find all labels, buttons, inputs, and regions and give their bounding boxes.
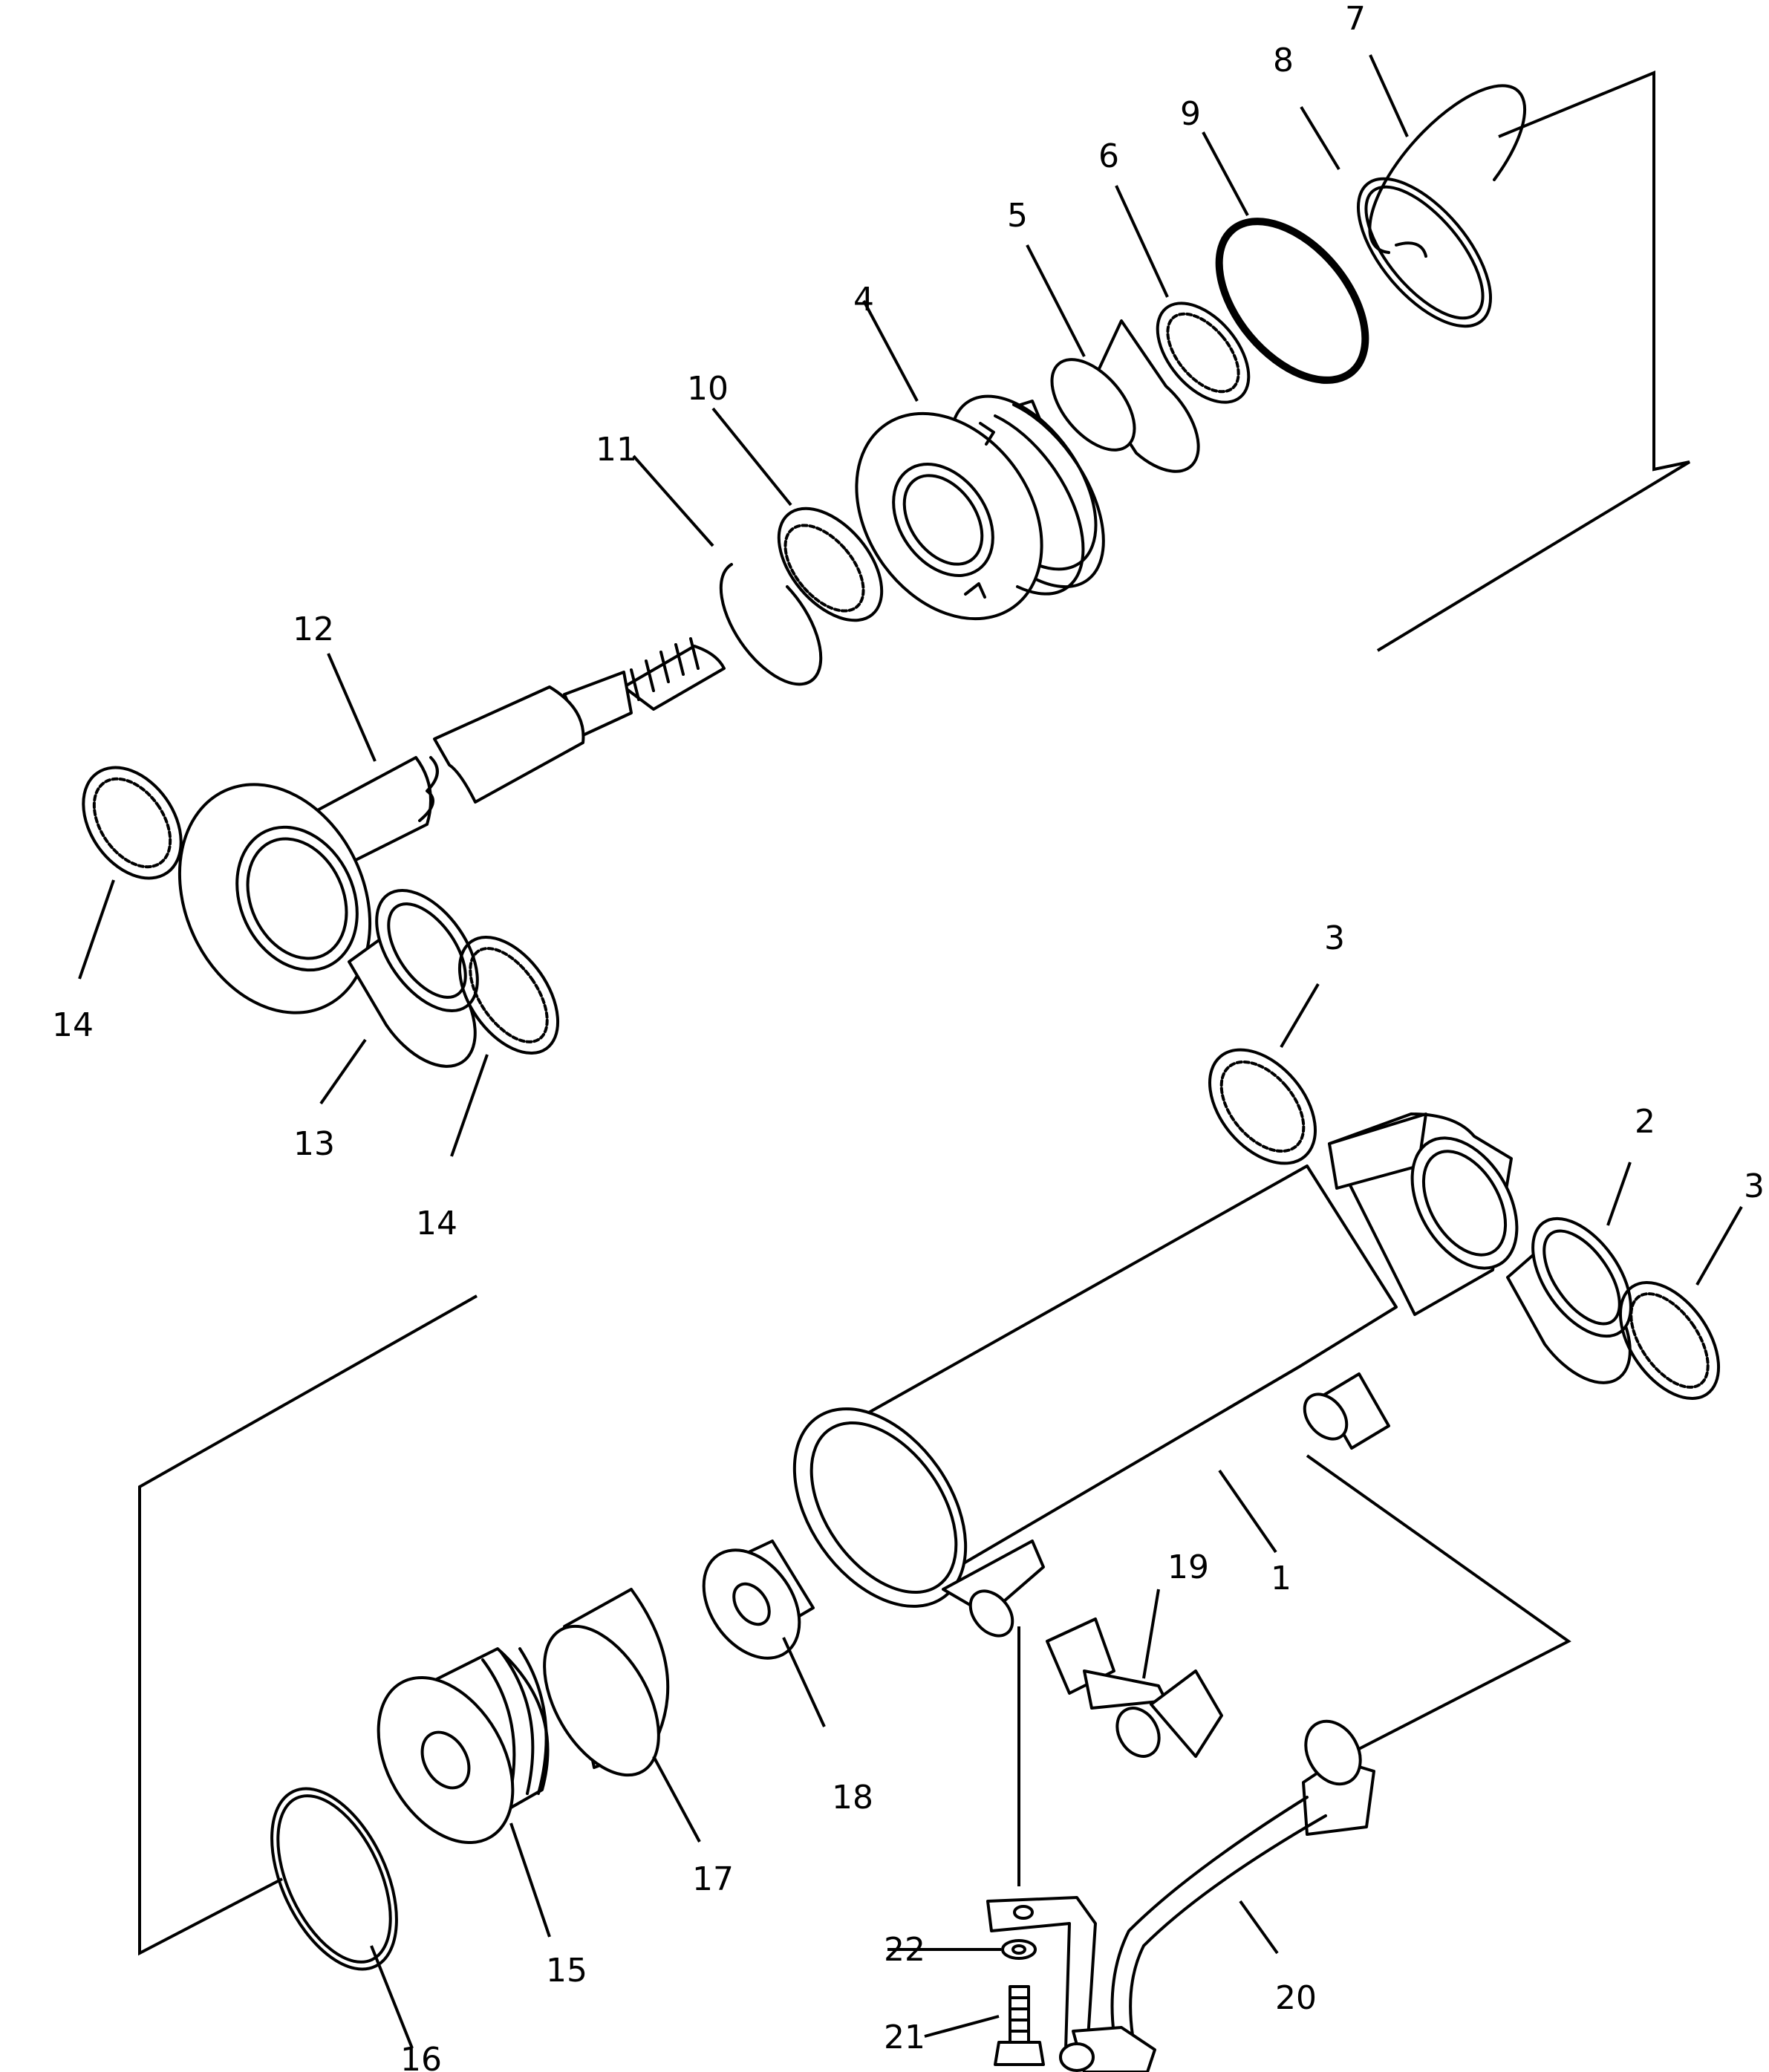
callout-labels: 1 2 3 3 4 5 6 7 8 9 10 11 12 13 14 14 15… [52,0,1765,2072]
part-12-piston-rod [177,637,726,1014]
part-14-dust-seal-left [82,766,183,880]
callout-10: 10 [687,370,729,408]
part-20-tube-assembly [986,1719,1375,2072]
part-6-dust-seal [1156,302,1251,404]
leader-lines [78,54,1743,2049]
callout-18: 18 [832,1779,873,1817]
callout-14-lower: 14 [416,1205,457,1242]
part-11-snap-ring [719,563,823,686]
part-8-backup-ring [1356,177,1493,328]
part-14-dust-seal-lower [457,935,560,1055]
callout-16: 16 [400,2041,442,2072]
part-7-snap-ring [1368,84,1527,258]
callout-14-left: 14 [52,1006,94,1044]
part-4-cylinder-head [855,394,1105,621]
callout-6: 6 [1098,137,1119,175]
part-2-bushing [1506,1216,1632,1384]
part-3-dust-seal-right [1618,1280,1721,1401]
callout-5: 5 [1007,197,1028,235]
callout-3-right: 3 [1744,1167,1765,1205]
part-18-nut [702,1540,815,1660]
callout-13: 13 [293,1125,335,1163]
part-21-bolt [994,1985,1045,2066]
callout-9: 9 [1180,95,1201,133]
part-16-o-ring [270,1787,398,1971]
part-17-wear-ring [543,1588,670,1777]
callout-4: 4 [853,281,874,319]
callout-12: 12 [293,610,334,648]
callout-7: 7 [1345,0,1366,38]
callout-22: 22 [884,1931,925,1969]
part-22-washer [1001,1939,1037,1960]
callout-1: 1 [1271,1560,1291,1597]
part-19-elbow-fitting [1046,1617,1223,1758]
upper-assembly-frame [1376,71,1691,652]
part-10-rod-packing [777,506,884,622]
callout-21: 21 [884,2019,925,2056]
callout-19: 19 [1167,1548,1209,1586]
callout-20: 20 [1275,1979,1317,2017]
part-15-piston [377,1647,550,1844]
callout-11: 11 [596,431,637,469]
callout-17: 17 [692,1860,734,1898]
part-1-cylinder-tube [792,1112,1519,1638]
lower-assembly-frame [138,1294,478,1956]
part-3-dust-seal-top [1208,1048,1317,1165]
callout-15: 15 [546,1952,587,1990]
callout-2: 2 [1635,1103,1655,1141]
callout-8: 8 [1273,42,1294,79]
part-5-bushing [1050,319,1200,473]
callout-3-top: 3 [1324,919,1345,957]
tube-line-guide [1306,1454,1571,1754]
part-9-o-ring [1215,218,1369,384]
part-13-bushing [348,888,479,1068]
